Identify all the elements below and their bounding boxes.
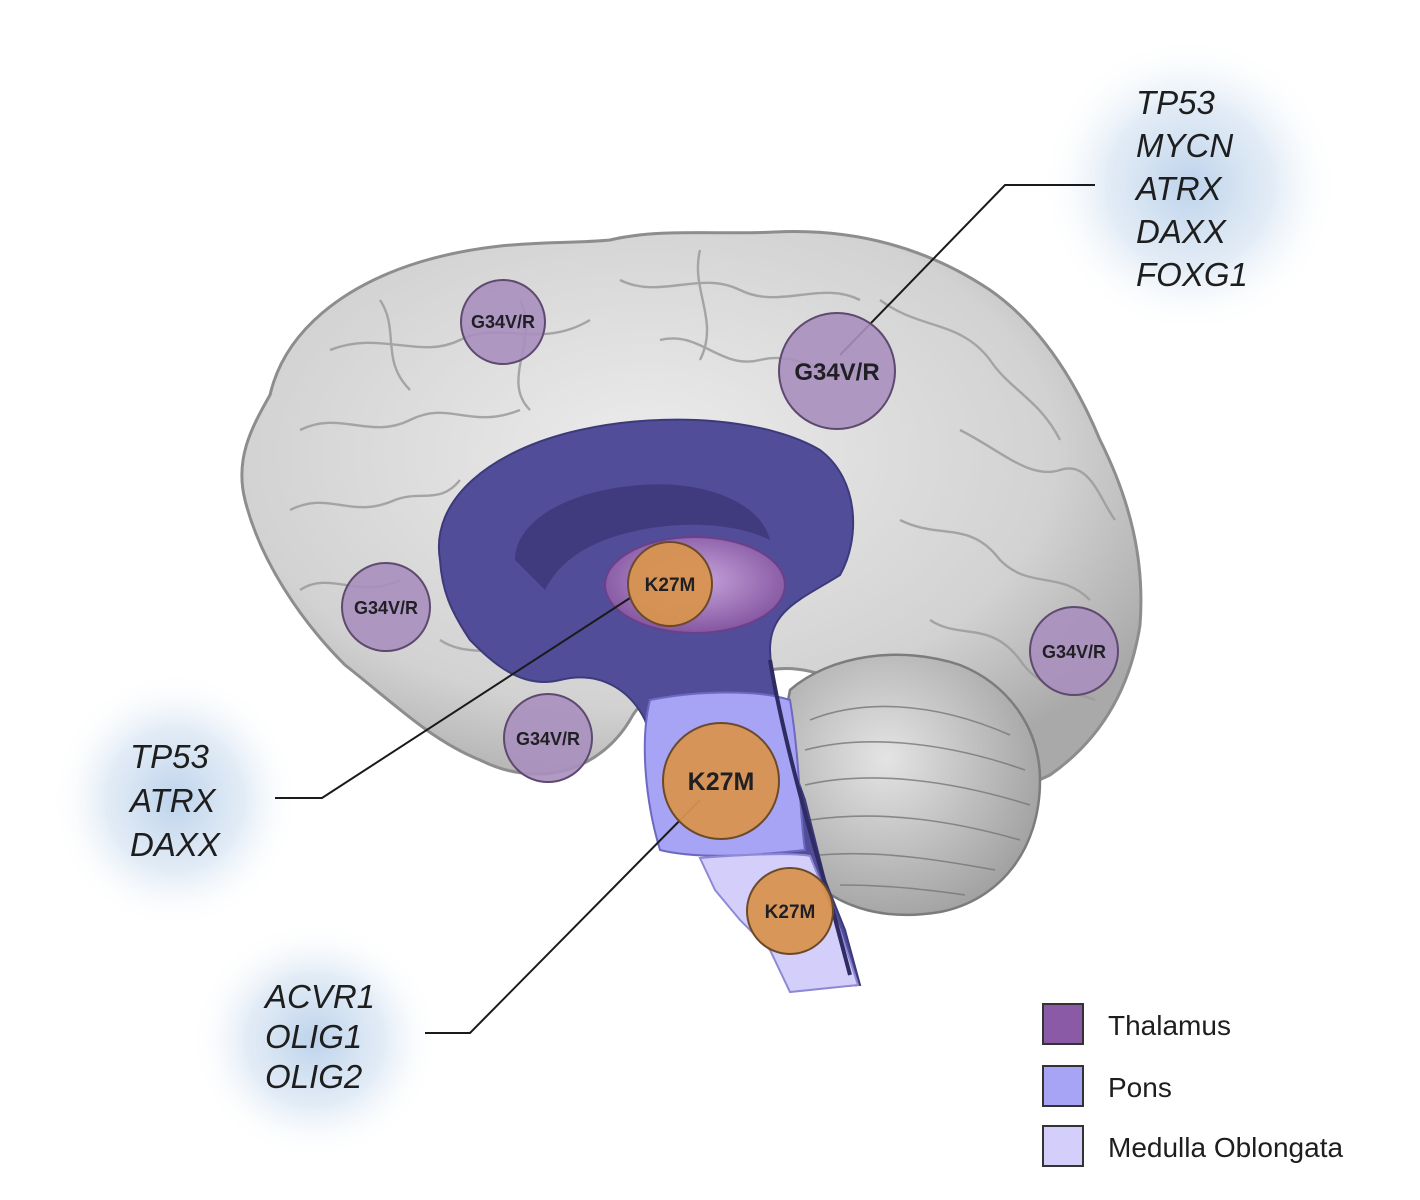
leader-lines (275, 184, 1095, 1034)
k27m-marker: K27M (746, 867, 834, 955)
g34-label: G34V/R (794, 359, 879, 386)
gene-name: OLIG2 (265, 1058, 362, 1095)
glow-thalamic (50, 670, 300, 930)
legend-swatch-thalamus (1042, 1003, 1084, 1045)
gene-name: OLIG1 (265, 1018, 362, 1055)
gene-name: ATRX (1134, 170, 1224, 207)
gene-name: FOXG1 (1136, 256, 1248, 293)
k27m-marker: K27M (627, 541, 713, 627)
g34-marker: G34V/R (503, 693, 593, 783)
gene-name: DAXX (130, 826, 222, 863)
legend-item-thalamus: Thalamus (1042, 1003, 1231, 1045)
gene-name: ATRX (128, 782, 218, 819)
k27m-label: K27M (645, 575, 696, 596)
g34-marker: G34V/R (778, 312, 896, 430)
gene-name: TP53 (130, 738, 210, 775)
gene-list-thalamic: TP53 ATRX DAXX (128, 738, 222, 863)
gene-name: MYCN (1136, 127, 1233, 164)
legend-label: Thalamus (1108, 1010, 1231, 1041)
glow-pontine (190, 920, 440, 1160)
leader-thalamic (275, 597, 631, 799)
g34-label: G34V/R (354, 598, 418, 618)
g34-label: G34V/R (471, 312, 535, 332)
cerebellum-folia (804, 705, 1031, 896)
g34-marker: G34V/R (460, 279, 546, 365)
gene-name: TP53 (1136, 84, 1216, 121)
legend-item-medulla: Medulla Oblongata (1042, 1125, 1343, 1167)
gene-name: DAXX (1136, 213, 1228, 250)
g34-marker: G34V/R (341, 562, 431, 652)
k27m-label: K27M (765, 902, 816, 923)
g34-label: G34V/R (1042, 642, 1106, 662)
gene-list-cortical: TP53 MYCN ATRX DAXX FOXG1 (1134, 84, 1248, 293)
g34-marker: G34V/R (1029, 606, 1119, 696)
leader-cortical (839, 184, 1095, 356)
legend-label: Pons (1108, 1072, 1172, 1103)
g34-label: G34V/R (516, 729, 580, 749)
legend-label: Medulla Oblongata (1108, 1132, 1343, 1163)
k27m-label: K27M (688, 768, 755, 796)
gene-name: ACVR1 (263, 978, 375, 1015)
leader-pontine (425, 799, 701, 1034)
legend: Thalamus Pons Medulla Oblongata (1042, 1003, 1343, 1167)
ventricle-inner (515, 484, 770, 590)
central-canal (768, 659, 852, 976)
k27m-marker: K27M (662, 722, 780, 840)
legend-swatch-medulla (1042, 1125, 1084, 1167)
legend-item-pons: Pons (1042, 1065, 1172, 1107)
glow-cortical (1040, 35, 1340, 335)
legend-swatch-pons (1042, 1065, 1084, 1107)
gene-list-pontine: ACVR1 OLIG1 OLIG2 (263, 978, 375, 1095)
